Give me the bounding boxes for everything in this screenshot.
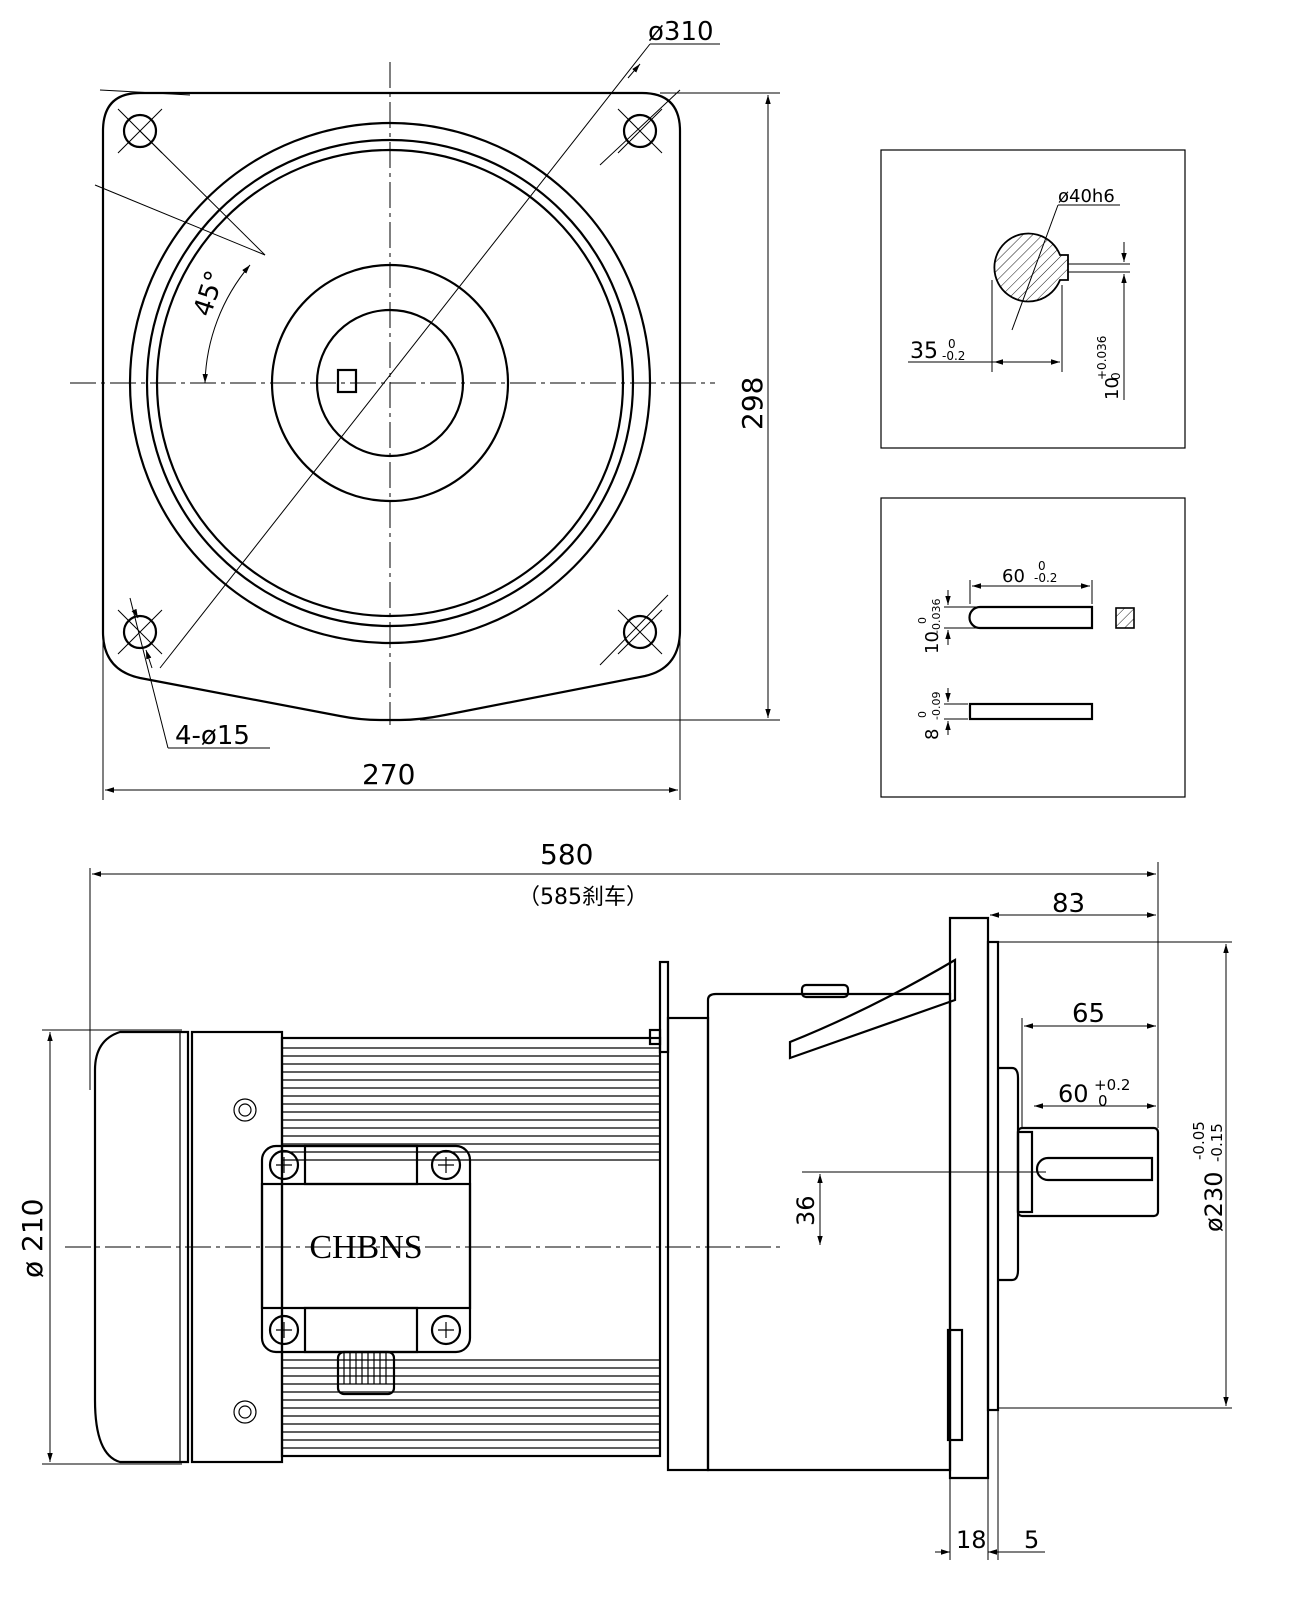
dim-5-label: 5 [1024,1526,1039,1554]
shaft-section-panel: ø40h6 35 0 -0.2 10 +0.036 0 [880,149,1186,449]
gearbox-housing [706,992,952,1472]
shaft-keyway [1035,1156,1154,1182]
overall-length-label: 580 [540,838,593,871]
terminal-screw-bl [268,1314,300,1346]
keyway-tol-lower: 0 [1109,372,1123,380]
dim-shaft-len-label: 60 [1058,1080,1089,1108]
cable-gland [336,1350,396,1396]
key-length-label: 60 [1002,566,1025,587]
dim-65-label: 65 [1072,999,1105,1029]
key-width-label: 10 [922,631,943,654]
terminal-screw-tr [430,1149,462,1181]
flange-front-view: 45° ø310 4-ø15 270 298 [70,17,780,800]
key-width-tol-lower: -0.036 [930,599,943,634]
pilot-boss [998,1066,1020,1282]
key-top-view [968,605,1094,630]
adapter-flange [666,1016,710,1472]
keyway-tol-upper: +0.036 [1095,336,1109,380]
shaft-cross-section [993,232,1069,303]
side-view: CHBNS 580 （58 [16,838,1232,1560]
terminal-screw-br [430,1314,462,1346]
output-pilot [986,940,1000,1412]
angle-label: 45° [188,267,231,320]
fan-cover [93,1030,190,1464]
pcd-leader-line [159,43,651,669]
key-length-tol-lower: -0.2 [1034,571,1057,585]
flange-outline [101,91,682,722]
depth-label: 35 [910,339,938,364]
dim-36-label: 36 [792,1195,820,1226]
dim-83-label: 83 [1052,889,1085,919]
height-label: 298 [736,377,769,430]
pilot-dia-tol-lower: -0.15 [1208,1123,1226,1162]
finned-body [280,1036,662,1458]
depth-tol-upper: 0 [948,337,956,351]
key-section [1115,607,1135,629]
bolt-hole-br [622,614,658,650]
output-flange [948,916,990,1480]
holes-label: 4-ø15 [175,721,250,751]
end-bell-screw-top [233,1098,257,1122]
terminal-screw-tl [268,1149,300,1181]
oil-plug [800,983,850,999]
depth-tol-lower: -0.2 [942,349,965,363]
key-height-tol-lower: -0.09 [930,692,943,720]
shaft-dia-label: ø40h6 [1058,186,1115,207]
key-height-label: 8 [922,729,943,740]
bore-key-slot [336,368,358,394]
dim-shaft-len-tol-lower: 0 [1098,1092,1108,1110]
holes-leader [129,597,169,749]
shaft-dia-leader [1011,204,1059,331]
dim-shaft-len-tol-upper: +0.2 [1094,1076,1130,1094]
bolt-hole-bl [122,614,158,650]
shaft-section-frame [880,149,1186,449]
adapter-plate [658,960,670,1054]
dim-18-label: 18 [956,1526,987,1554]
key-length-tol-upper: 0 [1038,559,1046,573]
key-height-tol-upper: 0 [916,711,929,718]
pilot-dia-tol-upper: -0.05 [1190,1121,1208,1160]
overall-length-note: （585刹车） [518,885,648,910]
pilot-dia-label: ø230 [1200,1172,1228,1233]
bolt-hole-tl [122,113,158,149]
terminal-box: CHBNS [260,1144,472,1396]
bolt-hole-tr [622,113,658,149]
key-detail-panel: 60 0 -0.2 10 0 -0.036 8 0 -0.09 [880,497,1186,798]
key-side-view [968,702,1094,721]
motor-dia-label: ø 210 [16,1199,49,1278]
key-detail-frame [880,497,1186,798]
width-label: 270 [362,758,415,791]
key-width-tol-upper: 0 [916,617,929,624]
angle-arc [202,264,251,384]
end-bell-screw-bottom [233,1400,257,1424]
keyway-label: 10 [1102,377,1123,400]
gearbox-rib [788,958,957,1060]
pcd-label: ø310 [648,17,714,47]
angle-line [94,184,266,256]
